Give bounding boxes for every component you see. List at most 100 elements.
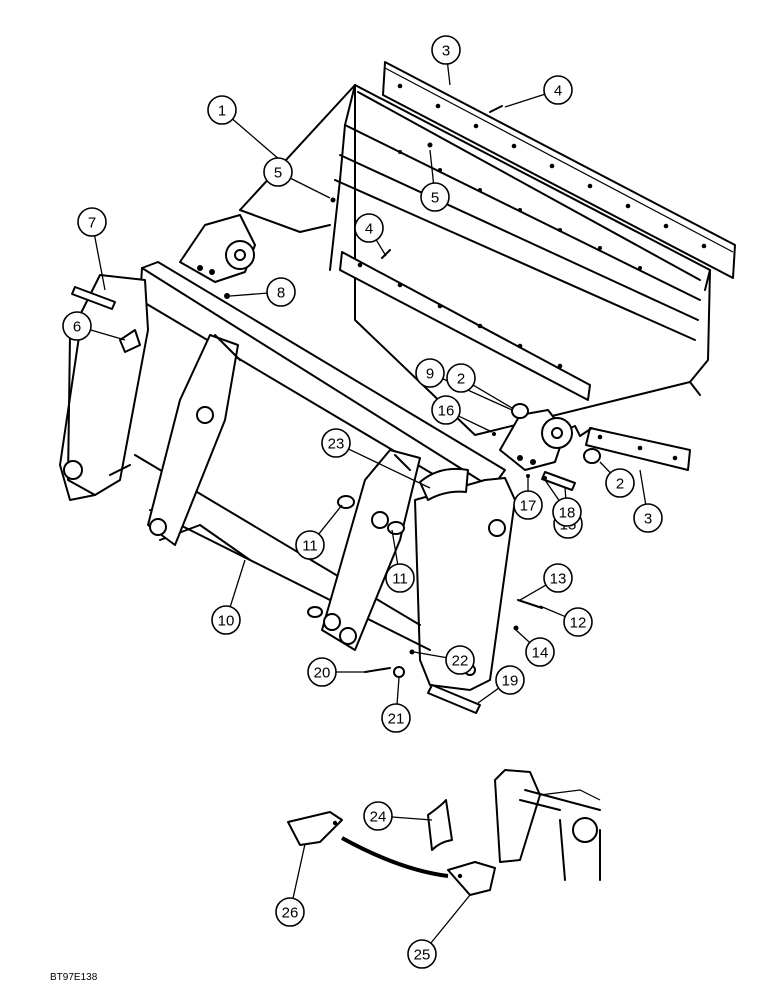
fitting-22 <box>409 649 415 655</box>
clip-25 <box>447 861 496 896</box>
washer-14 <box>513 625 519 631</box>
callout-22: 22 <box>445 645 475 675</box>
leader-line-4 <box>504 93 545 108</box>
pin-19 <box>427 684 481 714</box>
cutting-edge-lower <box>559 425 691 471</box>
callout-number: 7 <box>88 215 96 232</box>
leader-line-1 <box>232 118 281 161</box>
callout-circle <box>431 35 461 65</box>
callout-number: 9 <box>426 366 434 383</box>
leader-line-3 <box>446 63 451 86</box>
bolt-20 <box>364 667 391 673</box>
leader-line-12 <box>539 605 566 618</box>
callout-7: 7 <box>77 207 107 237</box>
callout-circle <box>495 665 525 695</box>
callout-number: 2 <box>457 371 465 388</box>
callout-13: 13 <box>543 563 573 593</box>
leader-line-21 <box>396 677 400 705</box>
callout-number: 3 <box>644 511 652 528</box>
callout-circle <box>563 607 593 637</box>
leader-line-2 <box>472 384 513 409</box>
callout-number: 11 <box>392 571 408 588</box>
leader-line-13 <box>519 584 547 601</box>
callout-23: 23 <box>321 428 351 458</box>
bucket-shell <box>239 84 711 436</box>
leader-line-4 <box>375 239 387 257</box>
callout-4: 4 <box>354 213 384 243</box>
nut-21 <box>393 666 405 678</box>
callout-5: 5 <box>420 182 450 212</box>
callout-18: 18 <box>552 497 582 527</box>
callout-circle <box>207 95 237 125</box>
callout-25: 25 <box>407 939 437 969</box>
callout-circle <box>363 801 393 831</box>
right-pivot-bracket <box>499 409 573 471</box>
detail-view <box>287 769 601 896</box>
callout-circle <box>513 490 543 520</box>
callout-number: 16 <box>438 403 455 420</box>
callout-number: 26 <box>282 905 299 922</box>
callout-9: 9 <box>415 358 445 388</box>
callout-number: 12 <box>570 615 587 632</box>
curved-guard <box>419 467 469 501</box>
leader-line-7 <box>93 235 106 291</box>
callout-circle <box>275 897 305 927</box>
callout-number: 11 <box>302 538 318 555</box>
bolt-holes <box>357 83 707 461</box>
leader-line-25 <box>430 894 471 944</box>
seal-24 <box>427 799 453 851</box>
bolt-12 <box>517 599 543 609</box>
callout-number: 18 <box>559 505 576 522</box>
leader-line-5 <box>429 149 435 184</box>
callout-circle <box>633 503 663 533</box>
callout-11: 11 <box>295 530 325 560</box>
washer-18 <box>543 476 547 480</box>
callout-19: 19 <box>495 665 525 695</box>
leader-line-5 <box>290 177 331 199</box>
callout-24: 24 <box>363 801 393 831</box>
callout-circle <box>420 182 450 212</box>
callout-circle <box>543 75 573 105</box>
leader-line-14 <box>515 629 531 644</box>
bolt-5b <box>427 142 433 148</box>
callout-circle <box>552 497 582 527</box>
callout-number: 13 <box>550 571 567 588</box>
callout-circle <box>407 939 437 969</box>
bolt-4b <box>381 249 391 259</box>
bolt-4a <box>489 105 503 113</box>
callout-2: 2 <box>605 468 635 498</box>
callout-circle <box>266 277 296 307</box>
lift-links <box>147 334 421 651</box>
bolt-16 <box>492 432 496 436</box>
callout-number: 25 <box>414 947 431 964</box>
callout-16: 16 <box>431 395 461 425</box>
callout-number: 3 <box>442 43 450 60</box>
callout-number: 14 <box>532 645 549 662</box>
cutting-edge-top <box>382 61 736 279</box>
callout-number: 24 <box>370 809 387 826</box>
callout-circle <box>415 358 445 388</box>
callout-circle <box>354 213 384 243</box>
callout-number: 21 <box>388 711 405 728</box>
leader-line-2 <box>599 461 611 474</box>
callout-number: 6 <box>73 319 81 336</box>
leader-line-19 <box>477 687 500 704</box>
callout-8: 8 <box>266 277 296 307</box>
callout-circle <box>62 311 92 341</box>
leader-line-11 <box>318 504 343 535</box>
callout-1: 1 <box>207 95 237 125</box>
pin-15 <box>541 471 576 491</box>
callout-circle <box>77 207 107 237</box>
leader-line-8 <box>229 292 268 297</box>
leader-line-22 <box>413 651 447 659</box>
callout-3: 3 <box>633 503 663 533</box>
leader-line-3 <box>639 469 647 505</box>
callout-number: 1 <box>218 103 226 120</box>
callout-number: 2 <box>616 476 624 493</box>
callout-number: 23 <box>328 436 345 453</box>
callout-circle <box>543 563 573 593</box>
callout-4: 4 <box>543 75 573 105</box>
pins <box>71 105 601 714</box>
callout-21: 21 <box>381 703 411 733</box>
callout-circle <box>295 530 325 560</box>
